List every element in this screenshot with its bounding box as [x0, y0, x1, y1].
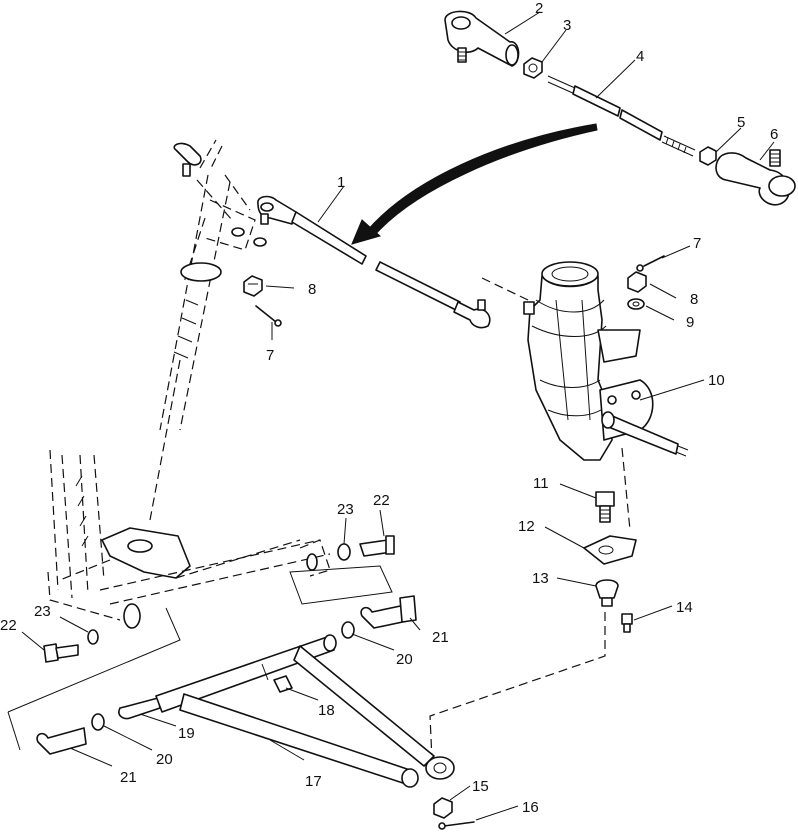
callout-12: 12: [518, 518, 535, 535]
callout-7-right: 7: [693, 235, 701, 252]
callout-labels: 2 3 4 5 6 1 7 8 9 8 7 10 11 12 13 14 23 …: [0, 0, 778, 816]
callout-7-left: 7: [266, 347, 274, 364]
callout-19: 19: [178, 725, 195, 742]
tie-rod-end-right: [715, 149, 796, 206]
callout-8-left: 8: [308, 281, 316, 298]
frame-brackets: [7, 565, 393, 751]
callout-20-right: 20: [396, 651, 413, 668]
jam-nut-left: [523, 57, 543, 79]
direction-arrow: [351, 123, 598, 245]
callout-13: 13: [532, 570, 549, 587]
callout-16: 16: [522, 799, 539, 816]
jam-nut-right: [699, 146, 717, 166]
steering-washer-top: [231, 227, 267, 247]
tie-rod-end-left: [444, 10, 520, 67]
bolt-upper-right: [337, 535, 395, 561]
tie-rod-tube: [547, 75, 696, 157]
pivot-bushings: [36, 595, 417, 755]
callout-10: 10: [708, 372, 725, 389]
callout-23-lower: 23: [34, 603, 51, 620]
callout-9: 9: [686, 314, 694, 331]
spindle-hardware: [627, 255, 665, 310]
callout-23-upper: 23: [337, 501, 354, 518]
a-arm-nut: [433, 797, 475, 830]
bolt-lower-left: [43, 629, 99, 663]
callout-2: 2: [535, 0, 543, 17]
callout-1: 1: [337, 174, 345, 191]
cotter-pin-left: [255, 305, 282, 327]
callout-15: 15: [472, 778, 489, 795]
callout-17: 17: [305, 773, 322, 790]
callout-14: 14: [676, 599, 693, 616]
callout-22-upper: 22: [373, 492, 390, 509]
callout-18: 18: [318, 702, 335, 719]
callout-20-left: 20: [156, 751, 173, 768]
callout-4: 4: [636, 48, 644, 65]
ball-joint-assembly: [583, 491, 637, 633]
frame-section: [47, 449, 331, 629]
callout-5: 5: [737, 114, 745, 131]
castle-nut-upper: [243, 275, 263, 297]
assembly-centerlines: [429, 277, 631, 761]
callout-8-right: 8: [690, 291, 698, 308]
callout-21-left: 21: [120, 769, 137, 786]
callout-11: 11: [533, 475, 549, 492]
tie-rod-long: [375, 261, 491, 329]
leader-lines: [21, 11, 775, 821]
steering-post: [149, 139, 256, 521]
callout-22-lower: 22: [0, 617, 17, 634]
spindle-housing: [523, 261, 689, 461]
tie-rod-short: [257, 195, 367, 265]
callout-21-right: 21: [432, 629, 449, 646]
callout-3: 3: [563, 17, 571, 34]
callout-6: 6: [770, 126, 778, 143]
a-arm: [118, 634, 455, 788]
